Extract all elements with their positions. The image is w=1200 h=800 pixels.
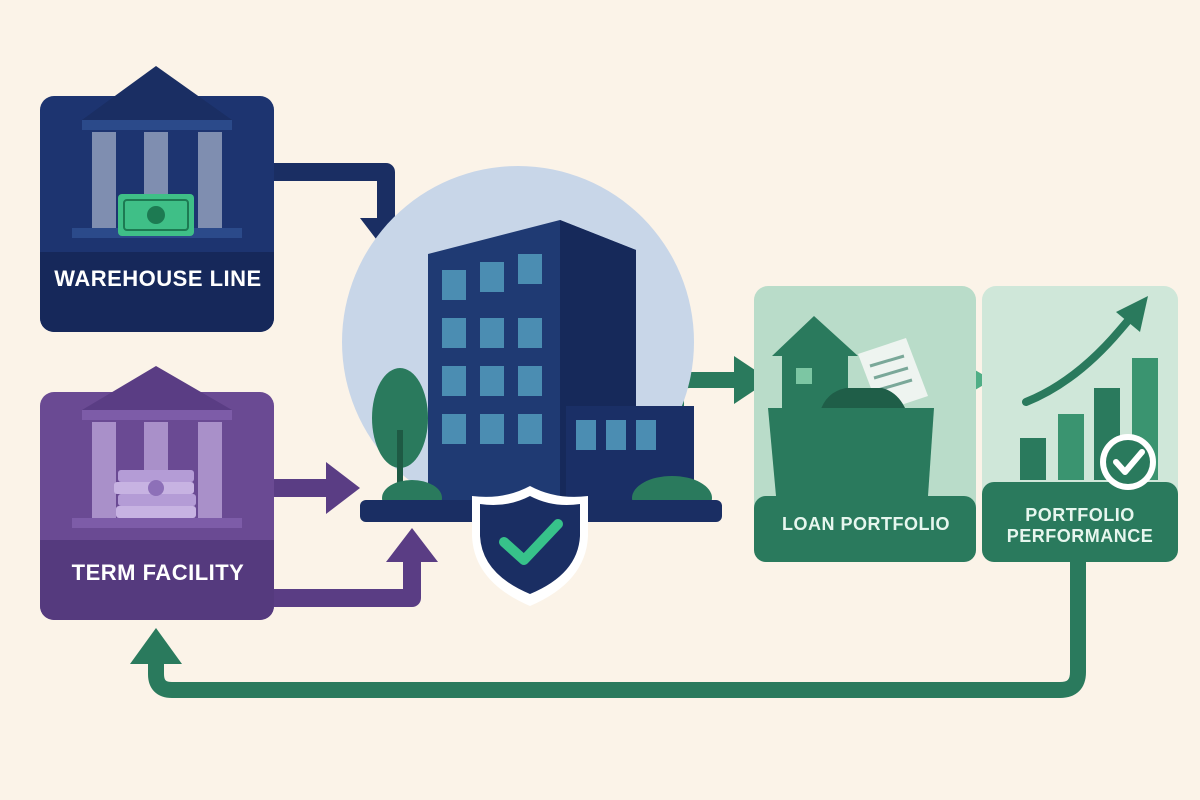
cash-icon — [118, 194, 194, 236]
office-building-icon — [428, 220, 694, 500]
node-loan-portfolio — [754, 286, 976, 562]
node-term-facility — [40, 366, 274, 620]
tree-icon — [372, 368, 428, 500]
portfolio-performance-label: PORTFOLIO PERFORMANCE — [1006, 505, 1154, 546]
node-lender — [342, 166, 722, 606]
arrow-term-to-lender-upper — [274, 462, 360, 514]
term-facility-label: TERM FACILITY — [71, 560, 245, 585]
node-portfolio-performance — [982, 286, 1178, 562]
money-stack-icon — [114, 470, 196, 518]
check-icon — [1100, 434, 1156, 490]
warehouse-line-label: WAREHOUSE LINE — [54, 266, 262, 291]
arrow-performance-to-term — [130, 560, 1086, 698]
shield-check-icon — [472, 486, 588, 606]
loan-portfolio-label: LOAN PORTFOLIO — [782, 514, 950, 534]
arrow-term-to-lender-lower — [274, 528, 438, 607]
node-warehouse-line — [40, 66, 274, 332]
folder-icon — [768, 408, 934, 496]
